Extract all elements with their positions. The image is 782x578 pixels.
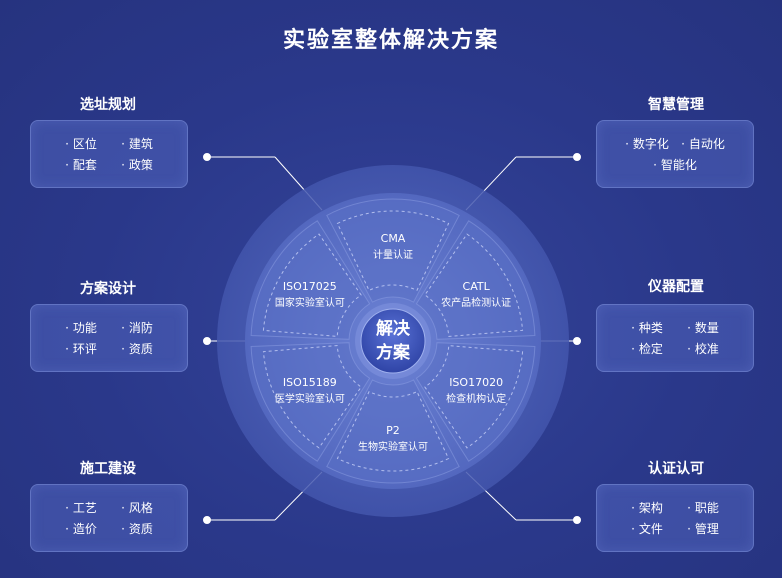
card-item: 工艺 — [53, 499, 109, 516]
connector-dot — [573, 153, 581, 161]
card-site-planning: 区位 建筑 配套 政策 — [30, 120, 188, 188]
center-circle — [360, 308, 426, 374]
segment-name: 国家实验室认可 — [275, 296, 345, 309]
card-item: 自动化 — [675, 135, 731, 152]
wheel-segment-dashed-border — [336, 390, 450, 472]
card-item: 架构 — [619, 499, 675, 516]
category-title-construction: 施工建设 — [80, 461, 136, 477]
card-item: 数字化 — [619, 135, 675, 152]
wheel-segments: CMA 计量认证 CATL 农产品检测认证 ISO17020 检查机构认定 P2 生物实验室认… — [250, 198, 536, 484]
card-item: 职能 — [675, 499, 731, 516]
card-item: 区位 — [53, 135, 109, 152]
card-item: 种类 — [619, 319, 675, 336]
connector-dot — [203, 153, 211, 161]
card-instrument-config: 种类 数量 检定 校准 — [596, 304, 754, 372]
category-title-instrument-config: 仪器配置 — [648, 279, 704, 295]
card-item: 配套 — [53, 156, 109, 173]
card-item: 检定 — [619, 340, 675, 357]
card-certification: 架构 职能 文件 管理 — [596, 484, 754, 552]
card-item: 环评 — [53, 340, 109, 357]
segment-code: ISO15189 — [283, 376, 337, 389]
card-item: 资质 — [109, 520, 165, 537]
segment-code: ISO17020 — [449, 376, 503, 389]
wheel-segment — [250, 342, 371, 462]
segment-name: 生物实验室认可 — [358, 440, 428, 453]
segment-name: 计量认证 — [373, 248, 413, 261]
card-item: 智能化 — [619, 156, 731, 173]
wheel-segment — [326, 379, 460, 484]
wheel-segment — [415, 220, 536, 340]
connector-dot — [203, 516, 211, 524]
category-title-site-planning: 选址规划 — [80, 97, 136, 113]
segment-name: 农产品检测认证 — [441, 296, 511, 309]
card-scheme-design: 功能 消防 环评 资质 — [30, 304, 188, 372]
connector-dot — [573, 516, 581, 524]
segment-name: 检查机构认定 — [446, 392, 506, 405]
wheel-segment — [250, 220, 371, 340]
card-construction: 工艺 风格 造价 资质 — [30, 484, 188, 552]
connector-dot — [203, 337, 211, 345]
wheel-segment — [415, 342, 536, 462]
page-title: 实验室整体解决方案 — [282, 28, 499, 53]
card-item: 资质 — [109, 340, 165, 357]
wheel-segment-dashed-border — [424, 233, 524, 337]
category-title-smart-management: 智慧管理 — [648, 97, 704, 113]
card-item: 建筑 — [109, 135, 165, 152]
card-item: 文件 — [619, 520, 675, 537]
segment-code: P2 — [386, 424, 400, 437]
card-item: 造价 — [53, 520, 109, 537]
card-smart-management: 数字化 自动化 智能化 — [596, 120, 754, 188]
center-label-line1: 解决 — [376, 318, 411, 339]
wheel-segment — [326, 198, 460, 303]
connector-dot — [573, 337, 581, 345]
segment-code: ISO17025 — [283, 280, 337, 293]
center-label-line2: 方案 — [376, 342, 411, 363]
card-item: 风格 — [109, 499, 165, 516]
card-item: 消防 — [109, 319, 165, 336]
wheel-segment-dashed-border — [262, 233, 362, 337]
wheel-segment-dashed-border — [424, 345, 524, 449]
category-title-scheme-design: 方案设计 — [80, 281, 136, 297]
segment-code: CMA — [381, 232, 406, 245]
segment-code: CATL — [463, 280, 491, 293]
card-item: 数量 — [675, 319, 731, 336]
segment-name: 医学实验室认可 — [275, 392, 345, 405]
card-item: 政策 — [109, 156, 165, 173]
card-item: 功能 — [53, 319, 109, 336]
wheel-segment-dashed-border — [336, 210, 450, 292]
wheel-segment-dashed-border — [262, 345, 362, 449]
card-item: 校准 — [675, 340, 731, 357]
card-item: 管理 — [675, 520, 731, 537]
category-title-certification: 认证认可 — [648, 461, 704, 477]
